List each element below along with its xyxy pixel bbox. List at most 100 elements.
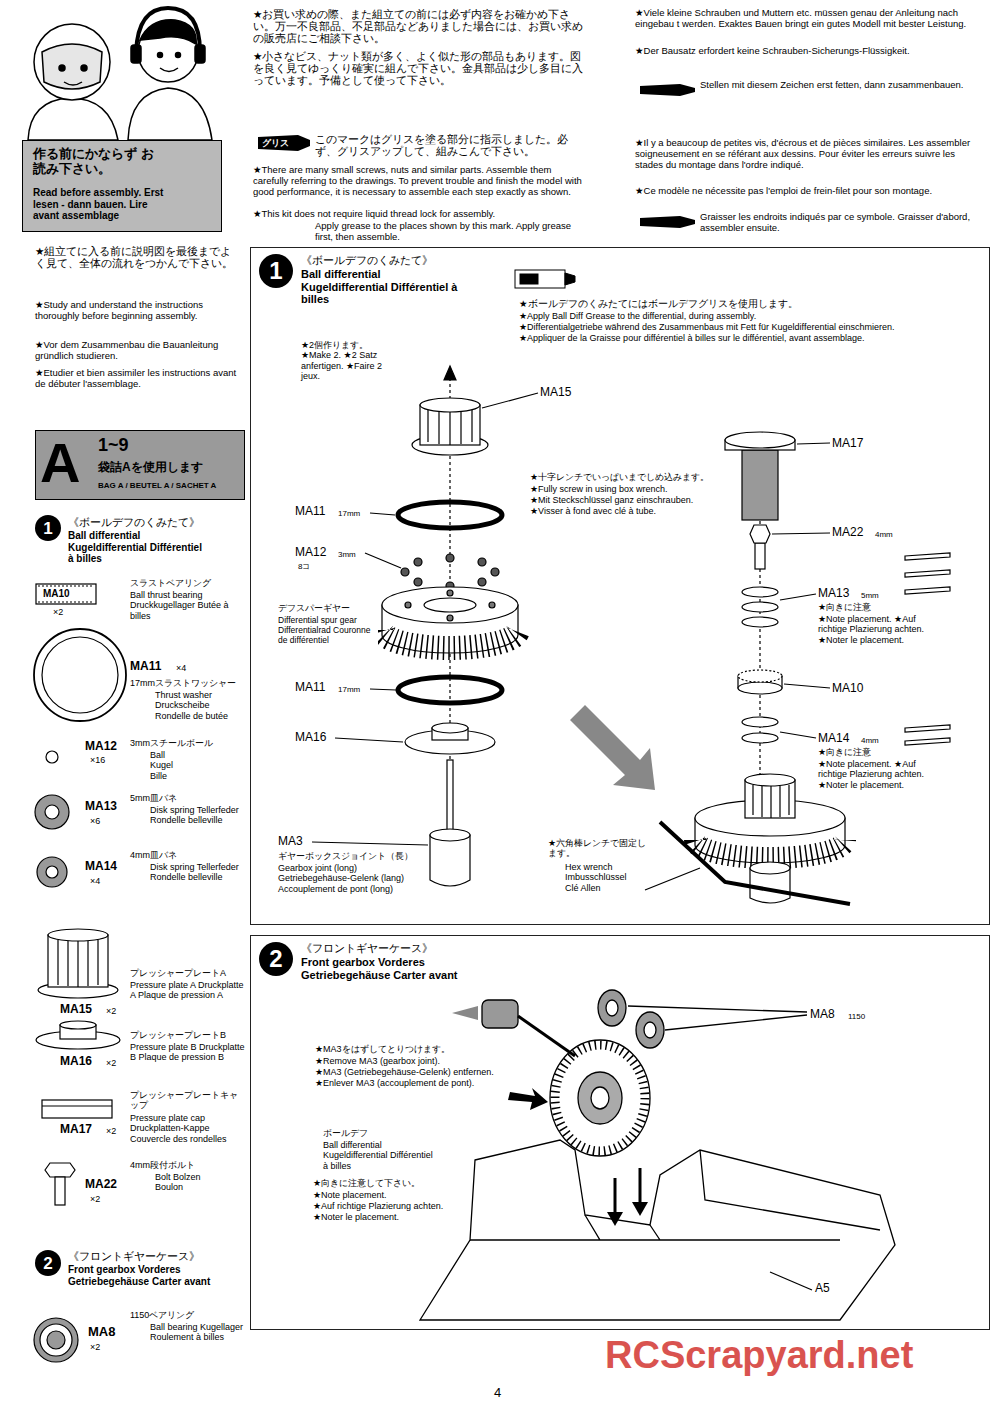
note-text: ★お買い求めの際、また組立ての前には必ず内容をお確かめ下さい。万一不良部品、不足…	[253, 8, 583, 44]
part-callout: MA14	[85, 860, 117, 874]
node-heading: A	[40, 431, 80, 495]
node-heading: 2	[43, 1255, 52, 1272]
step-number: 2	[35, 1250, 61, 1276]
parts-list-drawings-part	[36, 584, 96, 604]
differential-exploded-right-part	[750, 862, 790, 874]
illustration-part-part	[491, 568, 499, 576]
note-text: スラストベアリング	[130, 578, 211, 588]
node-text: 1~9	[98, 435, 129, 456]
parts-list-drawings-part	[47, 1331, 65, 1349]
parts-list-drawings-part	[48, 929, 108, 941]
illustration-part-part	[784, 684, 830, 688]
part-callout: MA12	[295, 546, 326, 560]
note-text: ★六角棒レンチで固定します。	[548, 838, 653, 859]
differential-exploded-left-part	[382, 587, 518, 623]
gearbox-assembly-part	[482, 1000, 518, 1028]
cartoon-part	[64, 82, 82, 85]
note-text: ★組立てに入る前に説明図を最後までよく見て、全体の流れをつかんで下さい。	[35, 245, 240, 269]
illustration-part-part	[489, 602, 495, 608]
step-number: 2	[259, 942, 293, 976]
parts-list-drawings	[34, 584, 126, 1362]
illustration-part-part	[780, 594, 816, 600]
node-heading: 《フロントギヤーケース》	[301, 942, 433, 955]
grease-mark: グリス	[258, 135, 310, 151]
illustration-part-part	[401, 568, 409, 576]
illustration-part-part	[370, 513, 395, 515]
note-text: ★Apply Ball Diff Grease to the different…	[519, 311, 756, 321]
note-text: Pressure plate B Druckplatte B Plaque de…	[130, 1042, 245, 1063]
bag-badge: A1~9袋詰Aを使用しますBAG A / BEUTEL A / SACHET A	[35, 430, 245, 500]
illustration-part-part	[370, 689, 396, 690]
differential-exploded-right-part	[725, 432, 795, 448]
parts-list-drawings-part	[34, 1318, 78, 1362]
note-text: ×4	[90, 876, 100, 886]
part-callout: MA12	[85, 740, 117, 754]
gearbox-assembly-part	[598, 990, 626, 1026]
note-text: ★Note placement.	[313, 1190, 387, 1200]
note-text: このマークはグリスを塗る部分に指示しました。必ず、グリスアップして、組みこんで下…	[315, 133, 585, 157]
grease-tube-shape	[258, 135, 310, 151]
parts-list-drawings-part	[48, 935, 108, 987]
cartoon-part	[59, 65, 65, 71]
gearbox-assembly-part	[639, 1168, 642, 1205]
step-number: 1	[259, 254, 293, 288]
differential-exploded-right-part	[738, 670, 782, 682]
watermark: RCScrapyard.net	[605, 1334, 913, 1378]
illustration-part	[645, 443, 830, 890]
differential-exploded-left-part	[447, 760, 453, 835]
illustration-part-part	[665, 1015, 807, 1030]
node-text: 袋詰Aを使用します	[98, 461, 203, 475]
illustration-part-part	[312, 842, 428, 845]
note-text: 4mm皿バネ	[130, 850, 177, 860]
gearbox-assembly-part	[606, 1000, 618, 1016]
note-text: Front gearbox Vorderes Getriebegehäuse C…	[68, 1264, 228, 1287]
grease-tube-part	[520, 274, 538, 284]
note-text: Thrust washer Druckscheibe Rondelle de b…	[155, 690, 245, 721]
note-text: ×2	[106, 1006, 116, 1016]
cartoon-part	[136, 8, 200, 52]
part-callout: MA17	[832, 437, 863, 451]
part-callout: MA8	[810, 1008, 835, 1022]
note-text: プレッシャープレートキャップ	[130, 1090, 245, 1111]
note-text: ★Der Bausatz erfordert keine Schrauben-S…	[635, 46, 910, 57]
node-heading: 1	[269, 259, 282, 283]
differential-exploded-left-part	[430, 835, 470, 886]
node-text: Front gearbox Vorderes Getriebegehäuse C…	[301, 956, 461, 981]
parts-list-drawings-part	[40, 1324, 72, 1356]
gearbox-assembly-part	[518, 1016, 575, 1056]
note-text: Gearbox joint (long) Getriebegehäuse-Gel…	[278, 863, 418, 894]
part-callout: MA13	[85, 800, 117, 814]
note-text: Ball Kugel Bille	[150, 750, 190, 781]
parts-list-drawings-part	[46, 866, 58, 878]
note-text: ★Fully screw in using box wrench.	[530, 484, 668, 494]
note-text: ★Ce modèle ne nécessite pas l'emploi de …	[635, 186, 932, 197]
illustration-part-part	[770, 1272, 812, 1290]
part-callout: 4	[494, 1386, 501, 1401]
process-arrow	[570, 705, 655, 790]
differential-exploded-left-part	[428, 410, 472, 445]
cartoon-part	[131, 45, 141, 63]
node-text: Ball differential Kugeldifferential Diff…	[301, 268, 461, 306]
differential-exploded-left-part	[420, 398, 480, 412]
note-text: ★十字レンチでいっぱいまでしめ込みます。	[530, 472, 709, 482]
note-text: プレッシャープレートA	[130, 968, 226, 978]
part-callout: MA17	[60, 1123, 92, 1137]
part-callout: MA15	[540, 386, 571, 400]
part-callout: MA8	[88, 1325, 115, 1340]
note-text: Graisser les endroits indiqués par ce sy…	[700, 212, 980, 234]
note-text: Disk spring Tellerfeder Rondelle bellevi…	[150, 862, 245, 883]
differential-exploded-right-part	[742, 450, 778, 520]
note-text: ×2	[90, 1194, 100, 1204]
differential-exploded-left-part	[424, 598, 476, 612]
illustration-part-part	[405, 602, 411, 608]
note-text: Disk spring Tellerfeder Rondelle bellevi…	[150, 805, 245, 826]
parts-list-drawings-part	[38, 585, 94, 586]
illustration-part-part	[780, 732, 816, 738]
node-heading: 2	[269, 947, 282, 971]
note-text: Bolt Bolzen Boulon	[155, 1172, 205, 1193]
differential-exploded-right-part	[742, 717, 778, 727]
gearbox-assembly-part	[636, 1012, 664, 1048]
illustration-part-part	[447, 615, 453, 621]
note-text: Apply grease to the places shown by this…	[315, 221, 590, 243]
gearbox-assembly-part	[578, 1072, 622, 1124]
